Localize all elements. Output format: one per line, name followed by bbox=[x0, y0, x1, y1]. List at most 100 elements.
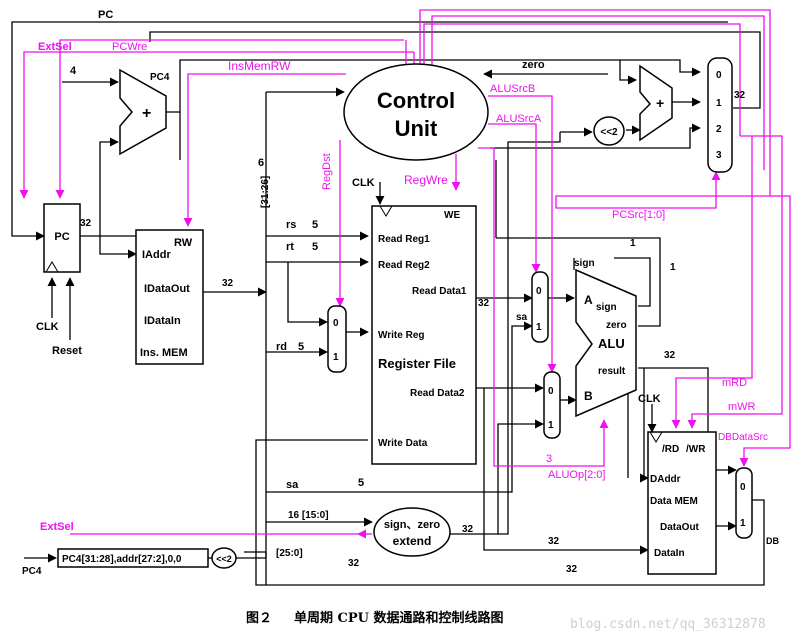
rd-label: rd bbox=[276, 341, 287, 353]
regfile-read-reg2: Read Reg2 bbox=[378, 260, 430, 271]
extsel-label: ExtSel bbox=[38, 41, 72, 53]
op-width: 6 bbox=[258, 157, 264, 169]
regfile-write-data: Write Data bbox=[378, 438, 428, 449]
rt-width: 5 bbox=[312, 241, 318, 253]
rd-width: 5 bbox=[298, 341, 304, 353]
figure-caption-title: 单周期 CPU 数据通路和控制线路图 bbox=[294, 610, 504, 626]
jump-address-concat bbox=[57, 548, 209, 568]
addr-label: [25:0] bbox=[276, 548, 303, 559]
regdst-mux-in0: 0 bbox=[333, 318, 339, 329]
extend-out-width: 32 bbox=[462, 524, 474, 535]
regfile-name: Register File bbox=[378, 356, 456, 371]
sign-zero-extend bbox=[373, 507, 451, 557]
jump-pc4-label: PC4 bbox=[22, 566, 42, 577]
ins-mem-iaddr: IAddr bbox=[142, 249, 171, 261]
jump-shift-label: <<2 bbox=[216, 554, 232, 564]
jump-address-text: PC4[31:28],addr[27:2],0,0 bbox=[62, 554, 182, 565]
data-mem-wr: /WR bbox=[686, 444, 706, 455]
data-mem-datain: DataIn bbox=[654, 548, 685, 559]
alusrca-mux-in1: 1 bbox=[536, 322, 542, 333]
alusrcb-mux-in1: 1 bbox=[548, 420, 554, 431]
pcsrc-mux-in0: 0 bbox=[716, 70, 722, 81]
data-mem-daddr: DAddr bbox=[650, 474, 681, 485]
datain-width: 32 bbox=[548, 536, 560, 547]
regfile-read-data2: Read Data2 bbox=[410, 388, 465, 399]
mrd-label: mRD bbox=[722, 377, 747, 389]
figure-caption-label: 图２ bbox=[246, 611, 272, 626]
control-unit-line1: Control bbox=[377, 88, 455, 113]
extsel-bottom-label: ExtSel bbox=[40, 521, 74, 533]
regfile-read-reg1: Read Reg1 bbox=[378, 234, 430, 245]
pc-label: PC bbox=[54, 231, 69, 243]
writeback-width: 32 bbox=[348, 558, 360, 569]
aluop-width: 3 bbox=[546, 453, 552, 465]
zero-wire-label: zero bbox=[522, 59, 545, 71]
register-file bbox=[371, 205, 477, 465]
sa-mux-label: sa bbox=[516, 312, 528, 323]
control-wires bbox=[19, 9, 791, 539]
sign-wire-width: 1 bbox=[630, 238, 636, 249]
regdst-mux-in1: 1 bbox=[333, 352, 339, 363]
data-mem-rd: /RD bbox=[662, 444, 679, 455]
data-mem-name: Data MEM bbox=[650, 496, 698, 507]
alu-name: ALU bbox=[598, 336, 625, 351]
instruction-memory bbox=[135, 229, 204, 365]
watermark: blog.csdn.net/qq_36312878 bbox=[570, 617, 766, 632]
sa-label: sa bbox=[286, 479, 299, 491]
alu-sign-in: sign bbox=[574, 258, 595, 269]
result-width: 32 bbox=[664, 350, 676, 361]
alusrca-mux-in0: 0 bbox=[536, 286, 542, 297]
dbdatasrc-mux-in0: 0 bbox=[740, 482, 746, 493]
pcsrc-out-width: 32 bbox=[734, 90, 746, 101]
pcwre-label: PCWre bbox=[112, 41, 147, 53]
bottom-width: 32 bbox=[566, 564, 578, 575]
alusrcb-mux bbox=[543, 371, 561, 439]
pcsrc-mux-in2: 2 bbox=[716, 124, 722, 135]
pc-reset-label: Reset bbox=[52, 345, 82, 357]
alusrca-label: ALUSrcA bbox=[496, 113, 542, 125]
db-label: DB bbox=[766, 536, 779, 546]
pc-register bbox=[43, 203, 81, 273]
ins-mem-idatain: IDataIn bbox=[144, 315, 181, 327]
regdst-mux bbox=[327, 305, 347, 373]
pcsrc-mux bbox=[707, 57, 733, 173]
data-memory bbox=[647, 431, 717, 575]
dbdatasrc-mux-in1: 1 bbox=[740, 518, 746, 529]
pcsrc-mux-in3: 3 bbox=[716, 150, 722, 161]
pc-top-label: PC bbox=[98, 9, 113, 21]
data-mem-clk: CLK bbox=[638, 393, 661, 405]
branch-adder bbox=[639, 64, 673, 142]
alu-sign-out: sign bbox=[596, 302, 617, 313]
dbdatasrc-label: DBDataSrc bbox=[718, 432, 768, 443]
alusrca-mux bbox=[531, 271, 549, 343]
regfile-read-data1: Read Data1 bbox=[412, 286, 467, 297]
pc4-input-value: 4 bbox=[70, 65, 77, 77]
rt-label: rt bbox=[286, 241, 294, 253]
alu-b: B bbox=[584, 389, 593, 403]
pc4-adder bbox=[119, 68, 167, 156]
ins-bus-width: 32 bbox=[222, 278, 234, 289]
alu bbox=[575, 268, 637, 418]
pcsrc-label: PCSrc[1:0] bbox=[612, 209, 665, 221]
regwre-label: RegWre bbox=[404, 173, 448, 187]
pcsrc-mux-in1: 1 bbox=[716, 98, 722, 109]
data-mem-dataout: DataOut bbox=[660, 522, 700, 533]
control-unit bbox=[343, 63, 489, 161]
op-field: [31:26] bbox=[260, 176, 271, 208]
ins-mem-name: Ins. MEM bbox=[140, 347, 188, 359]
ins-mem-idataout: IDataOut bbox=[144, 283, 190, 295]
mwr-label: mWR bbox=[728, 401, 756, 413]
ins-mem-rw: RW bbox=[174, 237, 193, 249]
alusrcb-label: ALUSrcB bbox=[490, 83, 535, 95]
pc-out-width: 32 bbox=[80, 218, 92, 229]
black-wires bbox=[11, 21, 765, 586]
branch-adder-plus: + bbox=[656, 95, 664, 111]
rs-label: rs bbox=[286, 219, 296, 231]
regdst-label: RegDst bbox=[321, 153, 333, 190]
shift-left-2-label: <<2 bbox=[600, 127, 618, 138]
alusrcb-mux-in0: 0 bbox=[548, 386, 554, 397]
regfile-clk: CLK bbox=[352, 177, 375, 189]
extend-line1: sign、zero bbox=[384, 519, 441, 531]
control-unit-line2: Unit bbox=[395, 116, 438, 141]
